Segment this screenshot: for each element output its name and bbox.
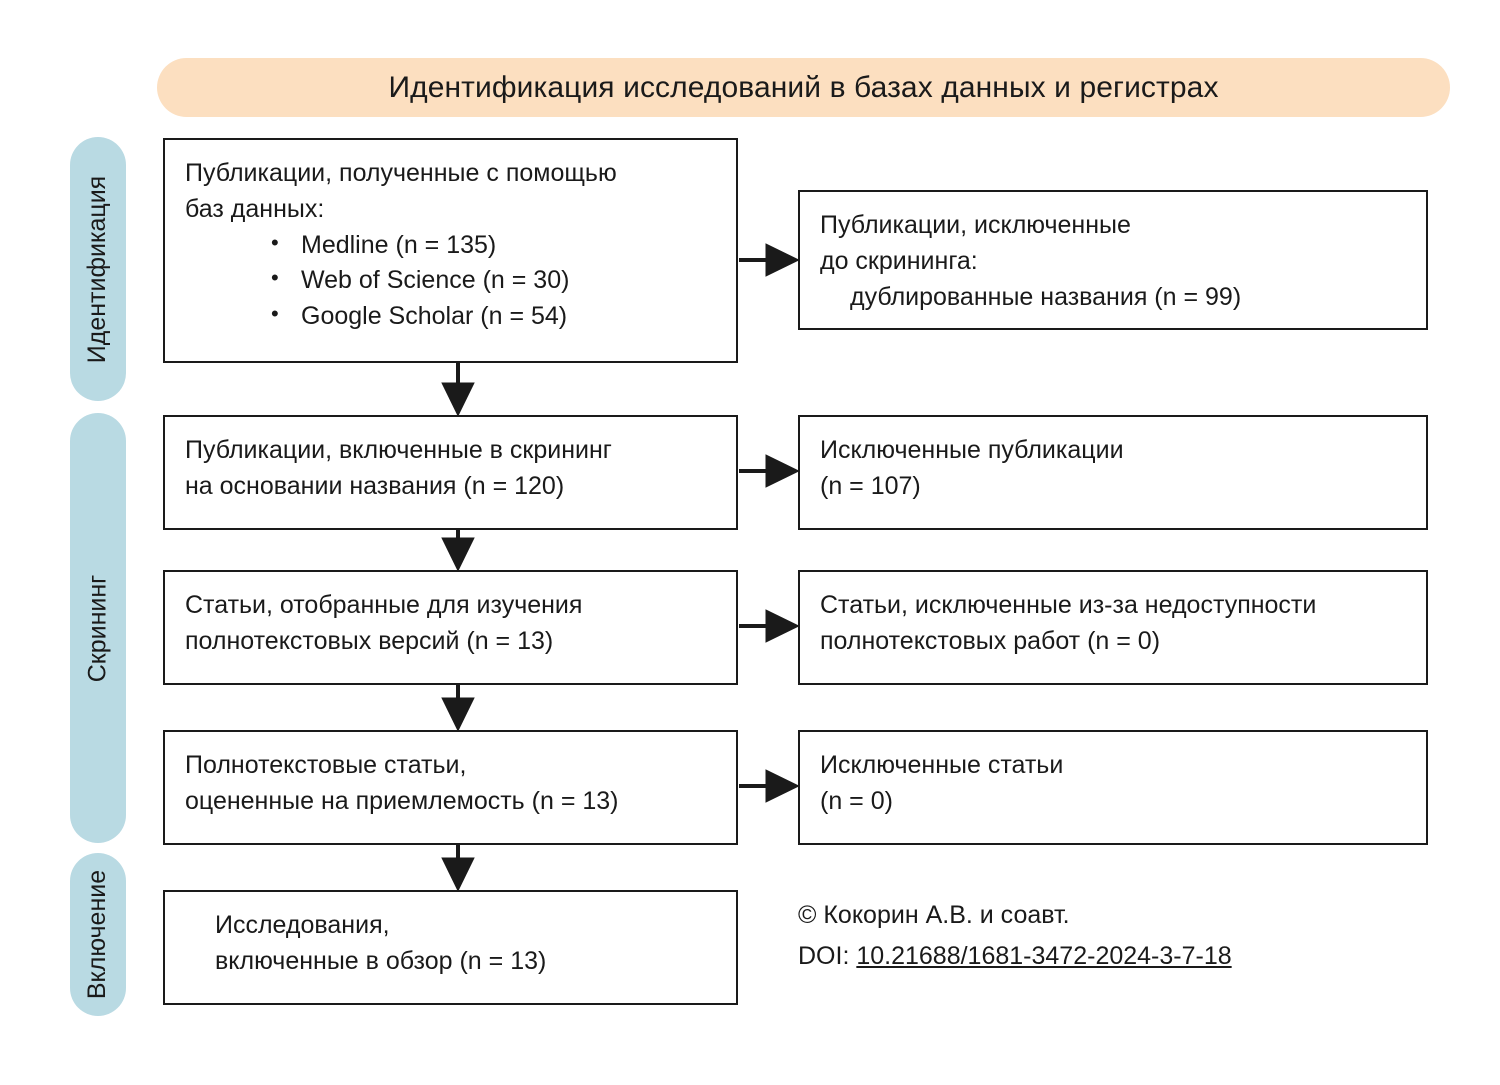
reports-excluded-line-1: Исключенные статьи <box>820 751 1064 779</box>
studies-included-line-2: включенные в обзор (n = 13) <box>215 946 547 975</box>
box-studies-included-in-review: Исследования, включенные в обзор (n = 13… <box>163 890 738 1005</box>
box-reports-not-retrieved: Статьи, исключенные из-за недоступности … <box>798 570 1428 685</box>
box-records-screened: Публикации, включенные в скрининг на осн… <box>163 415 738 530</box>
list-item: Medline (n = 135) <box>185 227 716 264</box>
records-screened-line-2: на основании названия (n = 120) <box>185 471 565 500</box>
records-identified-line-1: Публикации, полученные с помощью <box>185 159 617 187</box>
records-excluded-line-2: (n = 107) <box>820 471 921 500</box>
box-reports-sought-for-retrieval: Статьи, отобранные для изучения полнотек… <box>163 570 738 685</box>
reports-assessed-line-2: оцененные на приемлемость (n = 13) <box>185 786 619 815</box>
list-item: Web of Science (n = 30) <box>185 262 716 299</box>
records-identified-database-list: Medline (n = 135) Web of Science (n = 30… <box>185 227 716 335</box>
copyright-text: © Кокорин А.В. и соавт. <box>798 901 1070 929</box>
doi-link[interactable]: 10.21688/1681-3472-2024-3-7-18 <box>856 941 1232 970</box>
reports-not-retrieved-line-1: Статьи, исключенные из-за недоступности <box>820 591 1317 619</box>
studies-included-line-1: Исследования, <box>215 911 390 939</box>
diagram-title: Идентификация исследований в базах данны… <box>388 70 1219 104</box>
box-records-identified: Публикации, полученные с помощью баз дан… <box>163 138 738 363</box>
records-screened-line-1: Публикации, включенные в скрининг <box>185 436 612 464</box>
reports-assessed-line-1: Полнотекстовые статьи, <box>185 751 467 779</box>
stage-label-inclusion-text: Включение <box>83 869 112 1000</box>
doi-prefix-label: DOI: <box>798 941 857 970</box>
reports-not-retrieved-line-2: полнотекстовых работ (n = 0) <box>820 626 1161 655</box>
box-records-excluded: Исключенные публикации (n = 107) <box>798 415 1428 530</box>
stage-label-identification-text: Идентификация <box>83 175 112 363</box>
stage-label-inclusion: Включение <box>70 853 126 1016</box>
reports-sought-line-2: полнотекстовых версий (n = 13) <box>185 626 554 655</box>
list-item: Google Scholar (n = 54) <box>185 298 716 335</box>
records-removed-line-2: до скрининга: <box>820 246 978 275</box>
stage-label-identification: Идентификация <box>70 137 126 401</box>
box-reports-excluded: Исключенные статьи (n = 0) <box>798 730 1428 845</box>
records-removed-line-1: Публикации, исключенные <box>820 211 1131 239</box>
reports-sought-line-1: Статьи, отобранные для изучения <box>185 591 583 619</box>
records-removed-line-3: дублированные названия (n = 99) <box>850 282 1242 311</box>
stage-label-screening-text: Скрининг <box>83 574 112 682</box>
records-identified-line-2: баз данных: <box>185 194 325 223</box>
diagram-header-banner: Идентификация исследований в базах данны… <box>157 58 1450 117</box>
stage-label-screening: Скрининг <box>70 413 126 843</box>
box-records-removed-before-screening: Публикации, исключенные до скрининга: ду… <box>798 190 1428 330</box>
reports-excluded-line-2: (n = 0) <box>820 786 893 815</box>
records-excluded-line-1: Исключенные публикации <box>820 436 1124 464</box>
box-reports-assessed-for-eligibility: Полнотекстовые статьи, оцененные на прие… <box>163 730 738 845</box>
doi-line: DOI: 10.21688/1681-3472-2024-3-7-18 <box>798 936 1438 977</box>
credit-block: © Кокорин А.В. и соавт. DOI: 10.21688/16… <box>798 895 1438 976</box>
